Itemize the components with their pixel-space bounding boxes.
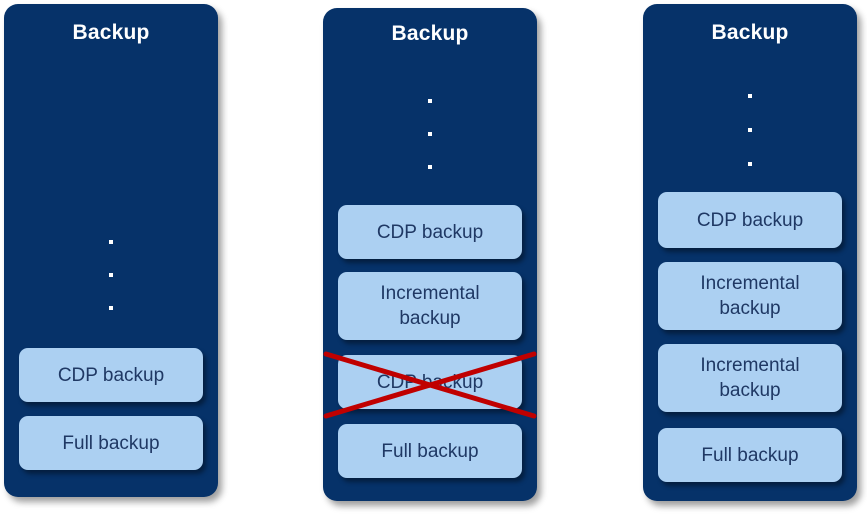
backup-item-box[interactable]: Incremental backup <box>658 344 842 412</box>
ellipsis-dot <box>109 273 113 277</box>
backup-item-box[interactable]: CDP backup <box>19 348 203 402</box>
ellipsis-dot <box>428 99 432 103</box>
backup-item-box[interactable]: CDP backup <box>658 192 842 248</box>
ellipsis-dot <box>748 162 752 166</box>
backup-stack-panel-3: Backup CDP backup Incremental backup Inc… <box>643 4 857 501</box>
backup-stack-panel-1: Backup CDP backup Full backup <box>4 4 218 497</box>
ellipsis-dots <box>4 240 218 310</box>
backup-item-box[interactable]: CDP backup <box>338 205 522 259</box>
ellipsis-dot <box>428 165 432 169</box>
ellipsis-dot <box>748 128 752 132</box>
ellipsis-dot <box>109 240 113 244</box>
backup-item-box-struck[interactable]: CDP backup <box>338 355 522 409</box>
ellipsis-dot <box>428 132 432 136</box>
ellipsis-dots <box>643 94 857 166</box>
backup-item-box[interactable]: Full backup <box>658 428 842 482</box>
backup-item-box[interactable]: Incremental backup <box>338 272 522 340</box>
backup-item-box[interactable]: Full backup <box>19 416 203 470</box>
ellipsis-dot <box>748 94 752 98</box>
backup-stack-panel-2: Backup CDP backup Incremental backup CDP… <box>323 8 537 501</box>
panel-title: Backup <box>711 21 789 44</box>
backup-item-box[interactable]: Incremental backup <box>658 262 842 330</box>
ellipsis-dot <box>109 306 113 310</box>
panel-title: Backup <box>391 22 469 45</box>
panel-title: Backup <box>72 21 150 44</box>
ellipsis-dots <box>323 99 537 169</box>
backup-item-box[interactable]: Full backup <box>338 424 522 478</box>
